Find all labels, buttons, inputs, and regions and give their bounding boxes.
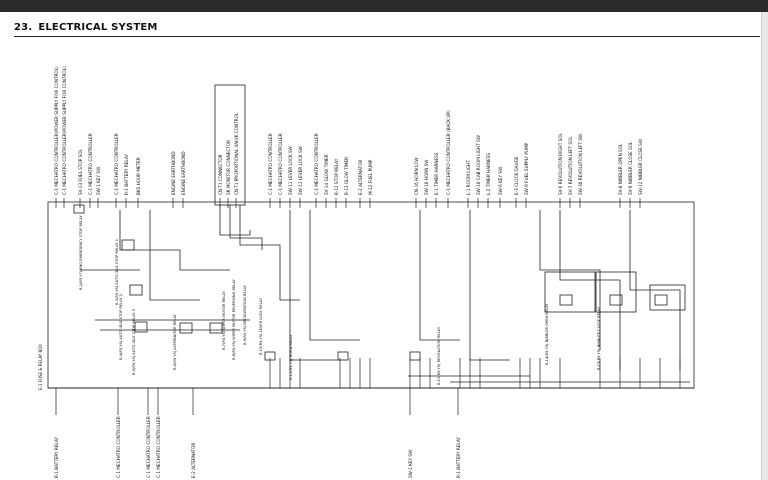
relay-label: R-5(R5,Y6) AUTO IDLE STOP RELAY 3 <box>132 309 136 375</box>
top-label: SW-30 REVOLUTION LEFT SW <box>578 134 583 195</box>
top-label: R-1 BATTERY RELAY <box>124 154 129 195</box>
top-label: SW-9 FUEL SUPPLY PUMP <box>524 142 529 195</box>
top-label: SW-10 CAB ROOM LIGHT SW <box>476 135 481 195</box>
relay-label: R-8(R5,Y5) WIPER MOTOR REVERSING RELAY <box>232 278 236 360</box>
bottom-label: C-1 MECHATRO CONTROLLER <box>146 416 151 478</box>
relay-label: R-9(R5,Y5) DECELERATION RELAY <box>243 284 247 345</box>
top-label: SW-11 LEVER LOCK SW <box>288 146 293 195</box>
top-label: L-2 TIMER HARNESS <box>486 153 491 195</box>
bottom-label: R-1 BATTERY RELAY <box>456 437 461 478</box>
top-label: CN-T1 CONNECTOR <box>218 154 223 195</box>
top-label: ENGINE EARTHBOND <box>171 151 176 195</box>
top-label: SR MONITOR CONNECTOR <box>226 140 231 195</box>
page-edge <box>761 12 768 480</box>
top-label: SV-13 FUEL STOP SOL <box>78 148 83 195</box>
fuse-box-label: E-1 FUSE & RELAY BOX <box>38 344 43 390</box>
relay-label: R-2(R5,Y7) ENG EMERGENCY STOP RELAY <box>79 215 83 290</box>
top-label: ENGINE EARTHBOND <box>181 151 186 195</box>
top-label: SW-1 KEY SW <box>96 167 101 195</box>
relay-label: R-3(R5,Y6) AUTO IDLE STOP RELAY 1 <box>115 239 119 305</box>
top-label: E-2 ALTERNATOR <box>358 160 363 195</box>
top-label: R-12 STOP RELAY <box>334 158 339 195</box>
top-label: BKS HOUR METER <box>136 157 141 195</box>
section-number: 23. <box>14 22 33 33</box>
top-label: C-1 MECHATRO CONTROLLER <box>114 133 119 195</box>
top-label: SV-6 REVOLUTION RIGHT SOL <box>558 132 563 195</box>
bottom-label: C-1 MECHATRO CONTROLLER <box>156 416 161 478</box>
relay-label: R-13(R5,Y5) REVOLUTION RELAY <box>437 326 441 385</box>
top-label: CN-16 HORN LOW <box>414 157 419 195</box>
relay-label: R-6(R5,Y5) ALTERNATOR RELAY <box>173 313 177 370</box>
relay-label: R-4(R5,Y6) AUTO IDLE STOP RELAY 2 <box>119 294 123 360</box>
top-label: SW-12 NIBBLER CLOSE SW <box>638 139 643 195</box>
relay-label: R-11(R5,Y5) HORN RELAY <box>289 334 293 380</box>
top-label: SV-9 NIBBLER CLOSE SOL <box>628 141 633 195</box>
top-label: R-13 GLOW TIMER <box>344 157 349 195</box>
top-label: CN-T1 PROPORTIONAL VALVE CONTROL <box>234 112 239 195</box>
top-label: C-1 MECHATRO CONTROLLER(POWER SUPPLY FOR… <box>62 66 67 195</box>
relay-label: R-15(R5,Y5) NIBBLER CLOSE RELAY <box>597 306 601 370</box>
top-label: SW-11 LEVER LOCK SW <box>298 146 303 195</box>
bottom-label: C-1 MECHATRO CONTROLLER <box>116 416 121 478</box>
relay-label: R-7(R5,Y5) WIPER MOTOR RELAY <box>222 290 226 350</box>
bottom-label: E-2 ALTERNATOR <box>191 443 196 478</box>
top-label: SV-8 NIBBLER OPEN SOL <box>618 143 623 195</box>
top-label: C-1 MECHATRO CONTROLLER(POWER SUPPLY FOR… <box>54 66 59 195</box>
top-label: C-1 MECHATRO CONTROLLER <box>278 133 283 195</box>
top-label: C-1 MECHATRO CONTROLLER <box>268 133 273 195</box>
bottom-label: SW-1 KEY SW <box>408 450 413 478</box>
page-title: 23. ELECTRICAL SYSTEM <box>14 22 164 33</box>
top-label: E-1 TIMER HARNESS <box>434 152 439 195</box>
title-rule <box>14 36 760 37</box>
top-label: SW-10 HORN SW <box>424 160 429 195</box>
top-label: SW-6 KEY SW <box>498 167 503 195</box>
section-title: ELECTRICAL SYSTEM <box>38 22 158 33</box>
relay-label: R-14(R5,Y5) NIBBLER OPEN RELAY <box>545 303 549 365</box>
relay-label: R-10(R5,Y5) LEVER LOCK RELAY <box>259 297 263 355</box>
top-label: SV-14 GLOW TIMER <box>324 154 329 195</box>
top-label: M-12 FUEL PUMP <box>368 159 373 195</box>
top-dark-bar <box>0 0 768 12</box>
wiring-diagram: C-1 MECHATRO CONTROLLER(POWER SUPPLY FOR… <box>38 66 695 478</box>
bottom-label: R-1 BATTERY RELAY <box>54 437 59 478</box>
top-label: C-1 MECHATRO CONTROLLER <box>88 133 93 195</box>
top-label: SV-7 REVOLUTION LEFT SOL <box>568 136 573 195</box>
top-label: C-1 MECHATRO CONTROLLER (BACK UP) <box>446 110 451 195</box>
top-label: C-1 MECHATRO CONTROLLER <box>314 133 319 195</box>
top-label: E-3 CLOCK GAUGE <box>514 156 519 195</box>
top-label: L-1 ROOM LIGHT <box>466 160 471 195</box>
